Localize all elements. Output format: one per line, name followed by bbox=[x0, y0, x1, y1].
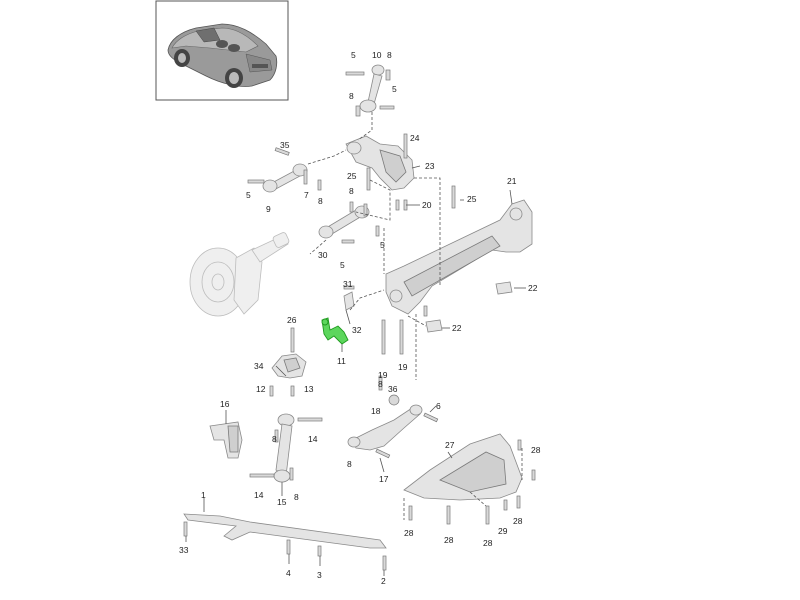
callout-30[interactable]: 30 bbox=[318, 250, 328, 260]
control-arm-17[interactable] bbox=[347, 375, 439, 459]
callout-8-c[interactable]: 8 bbox=[349, 186, 354, 196]
callout-28-b[interactable]: 28 bbox=[513, 516, 523, 526]
callout-25-right[interactable]: 25 bbox=[467, 194, 477, 204]
callout-8-e[interactable]: 8 bbox=[294, 492, 299, 502]
drive-shaft-joint bbox=[272, 232, 290, 248]
hub-center bbox=[211, 273, 225, 291]
callout-18[interactable]: 18 bbox=[371, 406, 381, 416]
mount-22-upper[interactable] bbox=[495, 281, 513, 295]
callout-8-f[interactable]: 8 bbox=[347, 459, 352, 469]
engine-mount-34[interactable] bbox=[269, 327, 307, 397]
axle-crossmember-21[interactable] bbox=[381, 185, 533, 355]
callout-19-left[interactable]: 19 bbox=[378, 370, 388, 380]
callout-20[interactable]: 20 bbox=[422, 200, 432, 210]
callout-35[interactable]: 35 bbox=[280, 140, 290, 150]
callout-19-right[interactable]: 19 bbox=[398, 362, 408, 372]
callout-31[interactable]: 31 bbox=[343, 279, 353, 289]
porsche-911-convertible-icon bbox=[167, 23, 278, 88]
callout-labels: 1 2 3 4 5 5 5 5 5 6 7 8 8 8 8 8 8 8 8 9 … bbox=[179, 50, 541, 586]
callout-36[interactable]: 36 bbox=[388, 384, 398, 394]
wheel-carrier bbox=[233, 247, 263, 315]
callout-1[interactable]: 1 bbox=[201, 490, 206, 500]
callout-7[interactable]: 7 bbox=[304, 190, 309, 200]
cross-brace-1[interactable] bbox=[183, 513, 387, 571]
callout-10[interactable]: 10 bbox=[372, 50, 382, 60]
callout-5-top[interactable]: 5 bbox=[351, 50, 356, 60]
callout-27[interactable]: 27 bbox=[445, 440, 455, 450]
toe-link-30[interactable] bbox=[318, 203, 380, 244]
callout-4[interactable]: 4 bbox=[286, 568, 291, 578]
callout-14-left[interactable]: 14 bbox=[254, 490, 264, 500]
callout-16[interactable]: 16 bbox=[220, 399, 230, 409]
callout-29[interactable]: 29 bbox=[498, 526, 508, 536]
callout-28-e[interactable]: 28 bbox=[483, 538, 493, 548]
bracket-16[interactable] bbox=[209, 421, 243, 459]
callout-13[interactable]: 13 bbox=[304, 384, 314, 394]
callout-25-left[interactable]: 25 bbox=[347, 171, 357, 181]
leader-lines bbox=[185, 165, 526, 576]
bracket-31-32[interactable] bbox=[343, 285, 355, 311]
callout-8-b[interactable]: 8 bbox=[318, 196, 323, 206]
callout-22-lower[interactable]: 22 bbox=[452, 323, 462, 333]
callout-15[interactable]: 15 bbox=[277, 497, 287, 507]
callout-28-d[interactable]: 28 bbox=[444, 535, 454, 545]
callout-11[interactable]: 11 bbox=[337, 356, 346, 366]
upper-link-10[interactable] bbox=[345, 64, 395, 117]
callout-21[interactable]: 21 bbox=[507, 176, 517, 186]
callout-23[interactable]: 23 bbox=[425, 161, 435, 171]
loose-fasteners bbox=[349, 199, 536, 525]
callout-17[interactable]: 17 bbox=[379, 474, 389, 484]
callout-28-c[interactable]: 28 bbox=[404, 528, 414, 538]
callout-5-left[interactable]: 5 bbox=[246, 190, 251, 200]
callout-5-mid[interactable]: 5 bbox=[340, 260, 345, 270]
callout-28-a[interactable]: 28 bbox=[531, 445, 541, 455]
callout-8-d[interactable]: 8 bbox=[272, 434, 277, 444]
callout-8-a[interactable]: 8 bbox=[349, 91, 354, 101]
callout-12[interactable]: 12 bbox=[256, 384, 266, 394]
callout-3[interactable]: 3 bbox=[317, 570, 322, 580]
callout-2[interactable]: 2 bbox=[381, 576, 386, 586]
callout-32[interactable]: 32 bbox=[352, 325, 362, 335]
callout-5-lower[interactable]: 5 bbox=[380, 240, 385, 250]
callout-8-top[interactable]: 8 bbox=[387, 50, 392, 60]
wishbone-15[interactable] bbox=[249, 413, 323, 483]
callout-24[interactable]: 24 bbox=[410, 133, 420, 143]
callout-34[interactable]: 34 bbox=[254, 361, 264, 371]
callout-26[interactable]: 26 bbox=[287, 315, 297, 325]
dashed-relation-lines bbox=[307, 112, 523, 520]
callout-9[interactable]: 9 bbox=[266, 204, 271, 214]
callout-8-g[interactable]: 8 bbox=[378, 379, 383, 389]
callout-5-right[interactable]: 5 bbox=[392, 84, 397, 94]
callout-14-right[interactable]: 14 bbox=[308, 434, 318, 444]
callout-22-upper[interactable]: 22 bbox=[528, 283, 538, 293]
wheel-hub-assembly[interactable] bbox=[189, 232, 290, 317]
car-thumbnail[interactable] bbox=[155, 0, 289, 101]
callout-33[interactable]: 33 bbox=[179, 545, 189, 555]
bracket-23[interactable] bbox=[345, 133, 415, 191]
bracket-11-highlighted[interactable] bbox=[321, 317, 349, 345]
underbody-panel-27[interactable] bbox=[403, 433, 523, 501]
mount-22-lower[interactable] bbox=[425, 319, 443, 333]
trailing-link-9[interactable] bbox=[247, 147, 322, 193]
callout-6[interactable]: 6 bbox=[436, 401, 441, 411]
